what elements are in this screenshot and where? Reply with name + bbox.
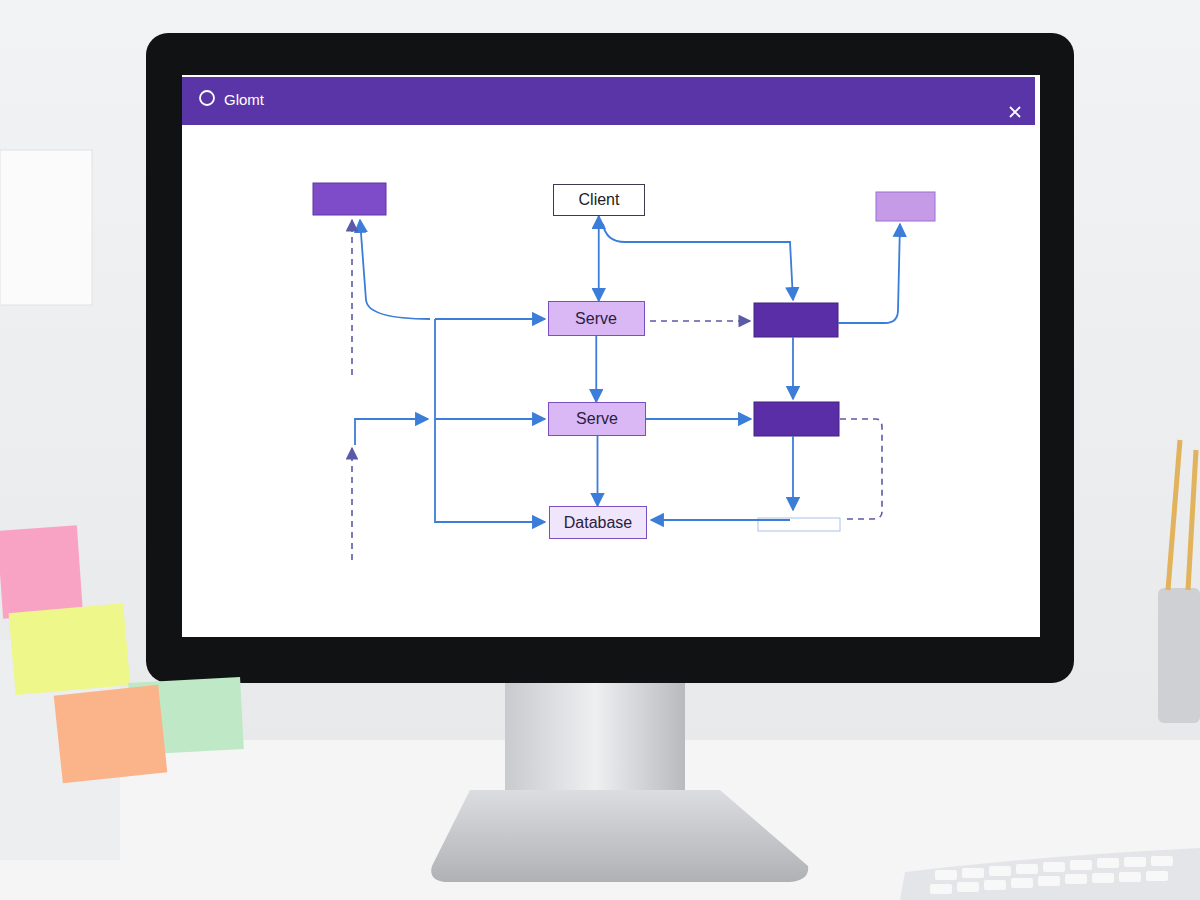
process-box: Serve (548, 402, 646, 436)
plain-box (313, 183, 386, 215)
wall-paper (0, 150, 92, 305)
monitor-bezel (146, 33, 1074, 683)
plain-box (754, 303, 838, 337)
process-box: Client (553, 184, 645, 216)
keyboard (900, 848, 1200, 900)
app-icon (200, 91, 214, 105)
screen (182, 75, 1040, 637)
keys (930, 856, 1173, 894)
sticky-note (0, 525, 83, 618)
connector-arrow (598, 216, 600, 301)
plain-box (754, 402, 839, 436)
box-label: Serve (575, 311, 617, 327)
close-icon (1010, 107, 1020, 117)
process-box: Database (549, 506, 647, 539)
monitor-base (431, 790, 808, 882)
window-title: Glomt (224, 91, 264, 108)
connector-arrow (595, 336, 597, 402)
connector-arrow (597, 436, 599, 506)
pencils (1168, 440, 1196, 590)
pencil-cup (1158, 588, 1200, 723)
plain-box (876, 192, 935, 221)
box-label: Database (564, 515, 633, 531)
title-bar (182, 77, 1035, 125)
sticky-note (54, 685, 168, 783)
box-label: Serve (576, 411, 618, 427)
box-label: Client (579, 192, 620, 208)
layout-connectors (355, 220, 900, 522)
dashed-connectors (352, 220, 882, 560)
monitor-stand (505, 672, 685, 792)
sticky-note (9, 603, 131, 695)
process-box: Serve (548, 301, 645, 336)
